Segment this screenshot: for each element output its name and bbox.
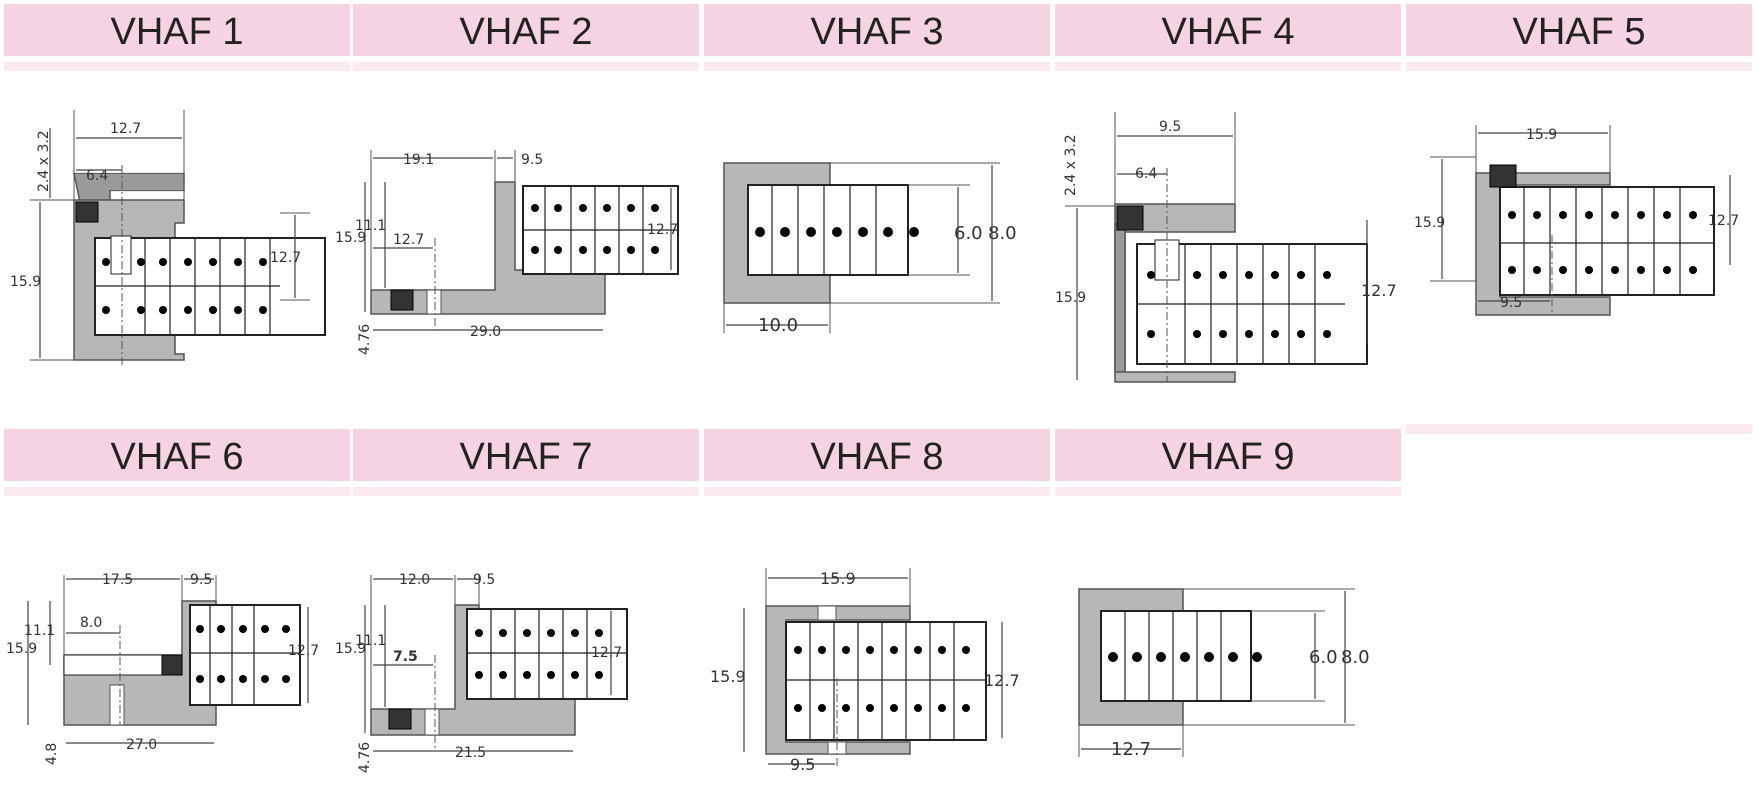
dim-label: 12.7 xyxy=(984,671,1020,690)
dim-label: 4.76 xyxy=(357,742,373,773)
header-band xyxy=(1055,487,1401,496)
dim-label: 9.5 xyxy=(1159,119,1181,135)
header-band xyxy=(1055,62,1401,71)
dim-label: 4.76 xyxy=(357,324,373,355)
panel-vhaf-7: VHAF 7 xyxy=(353,429,699,496)
dim-label: 12.7 xyxy=(270,250,301,266)
dim-label: 17.5 xyxy=(102,572,133,588)
panel-vhaf-9: VHAF 9 xyxy=(1055,429,1401,496)
panel-vhaf-8: VHAF 8 xyxy=(704,429,1050,496)
panel-vhaf-6: VHAF 6 xyxy=(4,429,350,496)
dim-label: 9.5 xyxy=(521,152,543,168)
header-band xyxy=(353,487,699,496)
dim-label: 12.0 xyxy=(399,572,430,588)
panel-title: VHAF 8 xyxy=(704,429,1050,481)
connector-diagram: 12.0 9.5 11.1 15.9 7.5 12.7 4.76 21.5 xyxy=(335,572,628,773)
dim-label: 2.4 x 3.2 xyxy=(36,130,52,192)
dim-label: 4.8 xyxy=(44,743,60,765)
dim-label: 15.9 xyxy=(710,667,746,686)
panel-vhaf-2: VHAF 2 xyxy=(353,4,699,71)
dim-label: 6.0 xyxy=(1309,647,1338,668)
dim-label: 6.4 xyxy=(86,168,108,184)
panel-title: VHAF 6 xyxy=(4,429,350,481)
dim-label: 2.4 x 3.2 xyxy=(1063,134,1079,196)
connector-diagram: 12.7 2.4 x 3.2 6.4 15.9 12.7 xyxy=(10,110,326,365)
dim-label: 19.1 xyxy=(403,152,434,168)
dim-label: 11.1 xyxy=(355,633,386,649)
dim-label: 12.7 xyxy=(1708,213,1739,229)
dim-label: 15.9 xyxy=(1526,127,1557,143)
panel-title: VHAF 3 xyxy=(704,4,1050,56)
dim-label: 15.9 xyxy=(820,569,856,588)
dim-label: 12.7 xyxy=(1111,739,1151,760)
connector-diagram: 17.5 9.5 11.1 8.0 15.9 12.7 4.8 27.0 xyxy=(6,572,319,765)
header-band xyxy=(704,487,1050,496)
dim-label: 9.5 xyxy=(190,572,212,588)
dim-label: 12.7 xyxy=(110,121,141,137)
dim-label: 11.1 xyxy=(24,623,55,639)
dim-label: 29.0 xyxy=(470,324,501,340)
dim-label: 15.9 xyxy=(335,230,366,246)
dim-label: 21.5 xyxy=(455,745,486,761)
header-band xyxy=(4,487,350,496)
connector-diagram: 9.5 2.4 x 3.2 6.4 15.9 12.7 xyxy=(1055,112,1397,383)
header-band xyxy=(1406,62,1752,71)
header-band xyxy=(353,62,699,71)
panel-title: VHAF 4 xyxy=(1055,4,1401,56)
dim-label: 12.7 xyxy=(1361,281,1397,300)
panel-title: VHAF 9 xyxy=(1055,429,1401,481)
dim-label: 7.5 xyxy=(393,649,418,665)
connector-diagram: 6.0 8.0 12.7 xyxy=(1078,588,1370,760)
panel-vhaf-4: VHAF 4 xyxy=(1055,4,1401,71)
dim-label: 15.9 xyxy=(1414,215,1445,231)
panel-title: VHAF 2 xyxy=(353,4,699,56)
dim-label: 8.0 xyxy=(1341,647,1370,668)
panel-title: VHAF 1 xyxy=(4,4,350,56)
connector-diagram: 19.1 9.5 11.1 15.9 12.7 12.7 4.76 29.0 xyxy=(335,150,679,355)
dim-label: 15.9 xyxy=(6,641,37,657)
dim-label: 15.9 xyxy=(10,274,41,290)
dim-label: 12.7 xyxy=(647,222,678,238)
dim-label: 8.0 xyxy=(988,223,1017,244)
dim-label: 11.1 xyxy=(355,218,386,234)
dim-label: 6.0 xyxy=(954,223,983,244)
dim-label: 27.0 xyxy=(126,737,157,753)
panel-vhaf-1: VHAF 1 xyxy=(4,4,350,71)
dim-label: 15.9 xyxy=(1055,290,1086,306)
connector-diagram: 15.9 15.9 12.7 9.5 xyxy=(710,568,1020,774)
dim-label: 8.0 xyxy=(80,615,102,631)
panel-vhaf-3: VHAF 3 xyxy=(704,4,1050,71)
header-band xyxy=(704,62,1050,71)
dim-label: 12.7 xyxy=(393,232,424,248)
header-band xyxy=(1406,424,1752,434)
dim-label: 9.5 xyxy=(1500,295,1522,311)
panel-title: VHAF 5 xyxy=(1406,4,1752,56)
dim-label: 12.7 xyxy=(288,643,319,659)
panel-vhaf-5: VHAF 5 xyxy=(1406,4,1752,71)
connector-diagram: 15.9 15.9 12.7 9.5 xyxy=(1414,125,1739,316)
header-band xyxy=(4,62,350,71)
connector-diagram: 6.0 8.0 10.0 xyxy=(723,162,1017,336)
dim-label: 12.7 xyxy=(591,645,622,661)
panel-title: VHAF 7 xyxy=(353,429,699,481)
dim-label: 9.5 xyxy=(790,755,815,774)
dim-label: 15.9 xyxy=(335,641,366,657)
dim-label: 10.0 xyxy=(758,315,798,336)
dim-label: 9.5 xyxy=(473,572,495,588)
